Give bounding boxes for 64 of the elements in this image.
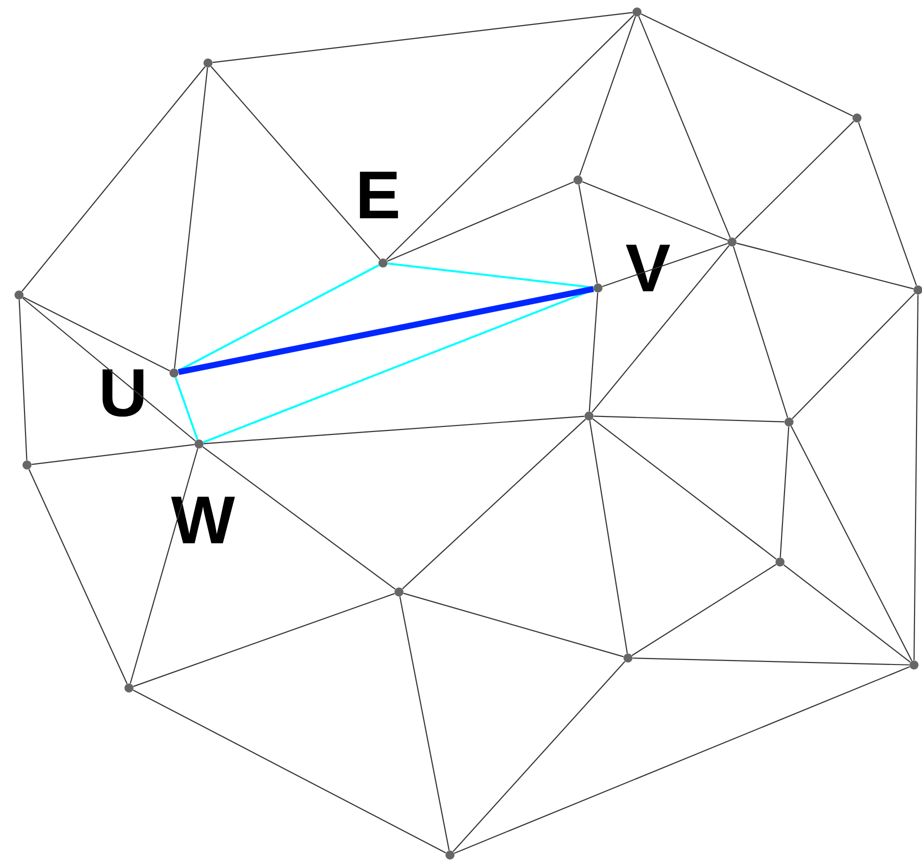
- triangle-edge: [858, 122, 917, 286]
- triangle-edge: [452, 661, 626, 852]
- triangle-edge: [132, 690, 446, 854]
- highlighted-edge: [174, 377, 198, 440]
- vertex-dot: [728, 238, 736, 246]
- triangle-edge: [454, 666, 910, 854]
- triangle-edge: [403, 592, 624, 658]
- triangle-edge: [594, 416, 784, 422]
- vertex-dot: [784, 418, 794, 426]
- vertex-dot: [852, 114, 862, 122]
- vertex-dot: [124, 684, 134, 692]
- triangle-edge: [792, 292, 916, 420]
- triangle-edge: [387, 181, 574, 262]
- vertex-dot: [776, 558, 784, 566]
- triangle-edge: [588, 292, 598, 412]
- triangle-edge: [780, 426, 790, 558]
- triangle-edge: [579, 16, 636, 176]
- triangle-edge: [578, 184, 598, 284]
- vertex-dot: [584, 412, 594, 420]
- vertex-label: E: [360, 172, 398, 218]
- vertex-dot: [574, 176, 582, 184]
- triangle-edge: [22, 298, 196, 442]
- triangle-edge: [638, 16, 731, 238]
- triangle-edge: [632, 658, 910, 666]
- triangle-edge: [399, 596, 450, 850]
- vertex-dot: [624, 654, 632, 662]
- triangle-edge: [32, 444, 194, 465]
- vertex-dot: [394, 588, 404, 596]
- triangle-edge: [790, 426, 912, 662]
- triangle-edge: [732, 246, 788, 418]
- triangle-edge: [130, 448, 198, 684]
- triangle-edge: [914, 294, 918, 660]
- vertex-dot: [22, 460, 32, 470]
- triangle-edge: [734, 120, 854, 240]
- triangle-edge: [582, 181, 728, 241]
- triangle-edge: [22, 66, 206, 292]
- highlighted-edge: [178, 264, 380, 372]
- triangle-edge: [22, 296, 170, 372]
- triangle-edge: [133, 593, 395, 687]
- vertex-dot: [204, 58, 212, 68]
- triangle-edge: [210, 66, 380, 260]
- triangle-edge: [641, 14, 853, 116]
- triangle-edge: [592, 245, 730, 413]
- triangle-edge: [589, 420, 628, 654]
- triangle-edge: [202, 446, 396, 590]
- vertex-dot: [632, 8, 642, 16]
- highlighted-edge: [178, 286, 594, 376]
- triangle-edge: [174, 68, 208, 368]
- highlighted-edge: [203, 288, 594, 444]
- vertex-label: U: [102, 369, 144, 417]
- triangle-edge: [18, 300, 28, 460]
- triangle-edge: [783, 564, 911, 663]
- vertex-dot: [446, 850, 454, 860]
- triangle-edge: [386, 14, 634, 260]
- triangle-edge: [632, 564, 776, 656]
- triangle-edge: [736, 242, 914, 290]
- vertex-dot: [910, 660, 918, 670]
- triangle-edge: [204, 416, 584, 444]
- vertex-dot: [14, 290, 24, 300]
- triangle-edge: [212, 12, 632, 63]
- highlighted-edge: [388, 262, 594, 288]
- triangle-edge: [402, 418, 586, 590]
- triangle-edge: [28, 469, 128, 684]
- triangle-edge: [592, 418, 777, 560]
